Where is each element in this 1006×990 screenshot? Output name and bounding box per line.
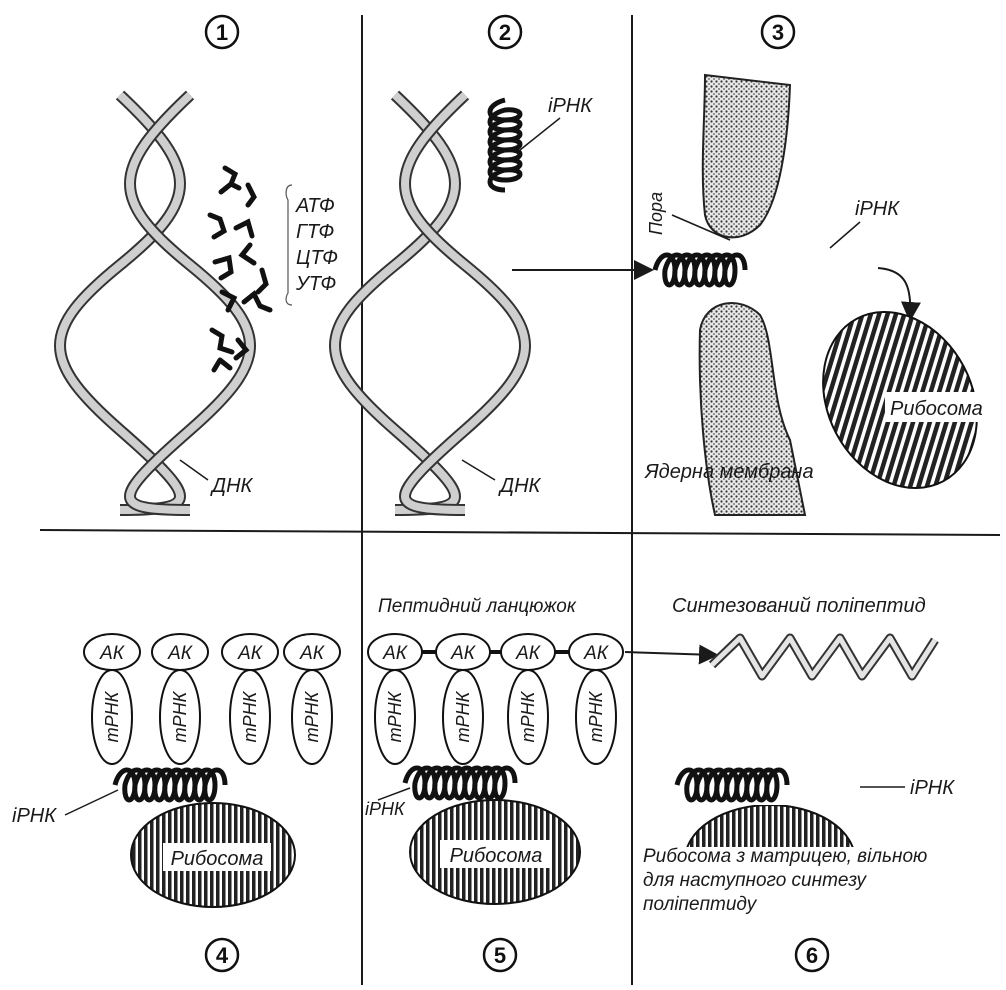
trna-label: тРНК [240,690,260,742]
aa-trna-row-4: АК АК АК АК тРНК тРНК тРНК тРНК [84,634,340,764]
free-nucleotides [210,168,270,370]
aa-label: АК [237,643,264,664]
aa-label: АК [583,643,610,664]
trna-label: тРНК [586,690,606,742]
irna-coil-vertical [490,100,520,190]
nucleotide-bracket [286,185,292,305]
panel-5-number: 5 [494,943,506,968]
peptide-chain-title: Пептидний ланцюжок [378,596,577,617]
trna-label: тРНК [102,690,122,742]
irna-label-4: іРНК [12,805,57,827]
nuclear-membrane-upper [703,75,790,237]
nucleotide-gtp: ГТФ [296,221,334,243]
pore-label: Пора [646,192,666,235]
panel-3: 3 Пора іРНК Рибосома Ядерна мембрана [644,16,1006,515]
aa-label: АК [515,643,542,664]
caption-line-2: для наступного синтезу [643,870,867,891]
irna-label-6: іРНК [910,777,955,799]
aa-label: АК [299,643,326,664]
ribosome-label-3: Рибосома [890,398,983,420]
panel-2: 2 ДНК іРНК [335,16,650,510]
dna-helix-1 [60,95,250,510]
aa-label: АК [99,643,126,664]
irna-label-3: іРНК [855,198,900,220]
dna-leader-1 [180,460,208,480]
dna-label-2: ДНК [498,475,542,497]
release-arrow [625,652,715,655]
polypeptide-label: Синтезований поліпептид [672,595,926,617]
panel-3-number: 3 [772,20,784,45]
ribosome-label-4: Рибосома [171,848,264,870]
ribosome-label-5: Рибосома [450,845,543,867]
nuclear-membrane-lower [700,303,805,515]
aa-label: АК [450,643,477,664]
membrane-label: Ядерна мембрана [644,461,814,483]
caption-line-3: поліпептиду [643,894,758,915]
panel-6: 6 Синтезований поліпептид іРНК Рибосома … [643,595,955,971]
aa-trna-row-5: АК АК АК АК тРНК тРНК тРНК тРНК [368,634,623,764]
dna-leader-2 [462,460,495,480]
caption-line-1: Рибосома з матрицею, вільною [643,846,927,867]
irna-coil-5 [405,768,515,798]
irna-coil-6 [677,770,787,800]
panel-4: 4 АК АК АК АК тРНК тРНК тРНК тРНК Рибосо… [12,634,340,971]
nucleotide-atp: АТФ [295,195,335,217]
nucleotide-utp: УТФ [295,273,336,295]
irna-label-5: іРНК [365,799,406,819]
panel-6-number: 6 [806,943,818,968]
irna-leader-3 [830,222,860,248]
trna-label: тРНК [302,690,322,742]
irna-coil-4 [115,770,225,800]
trna-label: тРНК [453,690,473,742]
irna-leader-2 [520,118,560,150]
panel-1-number: 1 [216,20,228,45]
irna-leader-4 [65,790,118,815]
panel-4-number: 4 [216,943,229,968]
polypeptide-zigzag [712,638,935,676]
nucleotide-ctp: ЦТФ [296,247,338,269]
panel-1: 1 ДНК АТФ ГТФ ЦТФ УТФ [60,16,338,510]
trna-label: тРНК [170,690,190,742]
aa-label: АК [167,643,194,664]
aa-label: АК [382,643,409,664]
trna-label: тРНК [385,690,405,742]
irna-coil-pore [655,255,745,285]
to-ribosome-arrow [878,268,910,318]
panel-2-number: 2 [499,20,511,45]
irna-label-2: іРНК [548,95,593,117]
trna-label: тРНК [518,690,538,742]
dna-label-1: ДНК [210,475,254,497]
